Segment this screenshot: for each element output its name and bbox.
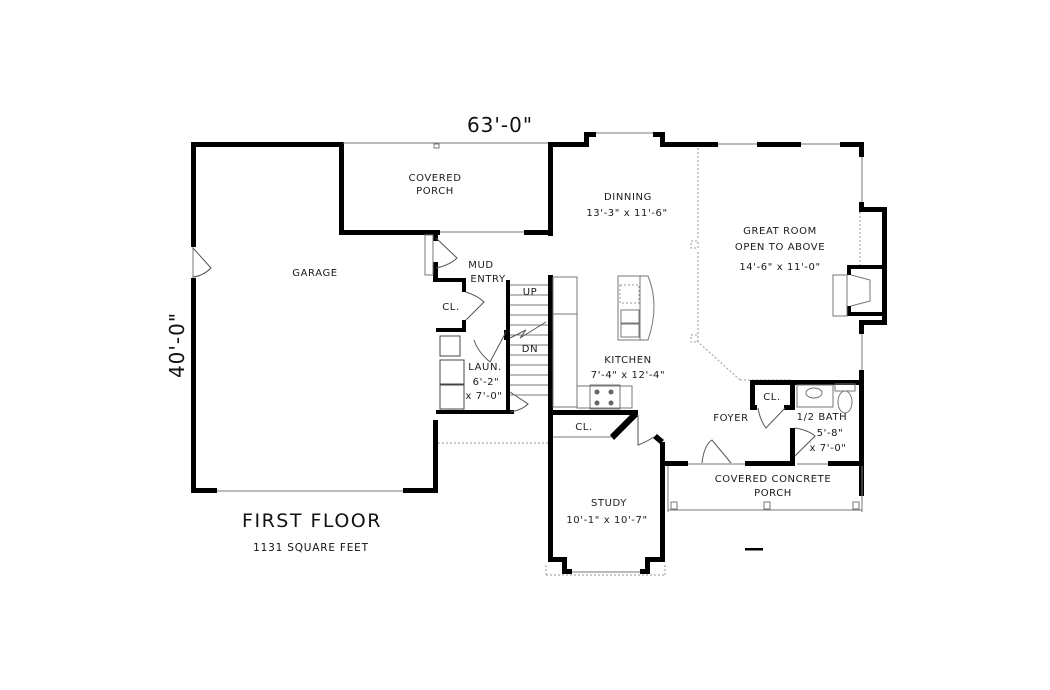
stairs-down-label: DN <box>522 344 538 355</box>
laundry-door[interactable] <box>473 331 507 363</box>
fireplace-icon <box>850 274 871 307</box>
laundry-label: LAUN. <box>468 362 502 373</box>
stairs-up-label: UP <box>523 287 538 298</box>
covered-concrete-porch-label-1: COVERED CONCRETE <box>715 474 832 485</box>
kitchen-dims: 7'-4" x 12'-4" <box>591 370 665 381</box>
foyer-closet-label: CL. <box>763 392 781 403</box>
washer-icon <box>439 359 465 385</box>
mud-entry-label-1: MUD <box>468 260 493 271</box>
foyer-closet-door[interactable] <box>757 407 786 429</box>
mud-entry: MUD ENTRY CL. LAUN. 6'-2" x 7'-0" <box>424 234 548 444</box>
half-bath-door[interactable] <box>794 427 816 457</box>
garage: GARAGE <box>191 142 438 493</box>
garage-label: GARAGE <box>292 268 337 279</box>
half-bath-dim-1: 5'-8" <box>817 428 844 439</box>
mud-closet-label: CL. <box>442 302 460 313</box>
scale-mark <box>745 548 763 551</box>
study-closet-label: CL. <box>575 422 593 433</box>
dinning-dims: 13'-3" x 11'-6" <box>586 208 667 219</box>
dinning-label: DINNING <box>604 192 652 203</box>
foyer-label: FOYER <box>713 413 748 424</box>
kitchen: KITCHEN 7'-4" x 12'-4" <box>552 275 665 410</box>
covered-concrete-porch: COVERED CONCRETE PORCH <box>667 466 863 512</box>
foyer: CL. FOYER 1/2 BATH 5'-8" x 7'-0" <box>713 380 864 466</box>
study-label: STUDY <box>591 498 627 509</box>
great-room-label-2: OPEN TO ABOVE <box>735 242 825 253</box>
laundry-dim-2: x 7'-0" <box>466 391 503 402</box>
garage-side-door[interactable] <box>192 247 212 278</box>
overall-width-dimension: 63'-0" <box>467 113 533 137</box>
covered-porch: COVERED PORCH <box>339 142 552 235</box>
square-feet-label: 1131 SQUARE FEET <box>253 542 369 554</box>
toilet-icon <box>837 390 853 414</box>
study-dims: 10'-1" x 10'-7" <box>566 515 647 526</box>
great-room-label-1: GREAT ROOM <box>743 226 817 237</box>
study-door[interactable] <box>637 415 655 446</box>
stair-closet-door[interactable] <box>509 391 529 413</box>
laundry-dim-1: 6'-2" <box>473 377 500 388</box>
sink-icon <box>620 309 640 324</box>
mud-entry-label-2: ENTRY <box>470 274 506 285</box>
stair-break-line <box>509 321 547 339</box>
stairs: UP DN <box>506 275 553 414</box>
kitchen-counter <box>552 276 578 408</box>
half-bath-dim-2: x 7'-0" <box>810 443 847 454</box>
bath-sink-icon <box>805 387 823 399</box>
main-house-walls <box>548 132 887 496</box>
dryer-icon <box>439 384 465 410</box>
front-door[interactable] <box>701 439 732 464</box>
covered-porch-label-2: PORCH <box>416 186 454 197</box>
dining-room: DINNING 13'-3" x 11'-6" <box>586 148 699 335</box>
overall-depth-dimension: 40'-0" <box>165 312 189 378</box>
range-icon <box>589 384 621 410</box>
half-bath-label: 1/2 BATH <box>797 412 848 423</box>
kitchen-island <box>617 275 655 341</box>
covered-porch-label-1: COVERED <box>408 173 461 184</box>
floor-title: FIRST FLOOR <box>242 510 382 532</box>
mud-entry-door[interactable] <box>435 237 458 269</box>
mud-closet-door[interactable] <box>465 291 485 321</box>
great-room: GREAT ROOM OPEN TO ABOVE 14'-6" x 11'-0" <box>690 226 825 381</box>
study: CL. STUDY 10'-1" x 10'-7" <box>545 410 666 576</box>
kitchen-label: KITCHEN <box>604 355 652 366</box>
laundry-sink-icon <box>439 335 461 357</box>
great-room-dims: 14'-6" x 11'-0" <box>739 262 820 273</box>
covered-concrete-porch-label-2: PORCH <box>754 488 792 499</box>
